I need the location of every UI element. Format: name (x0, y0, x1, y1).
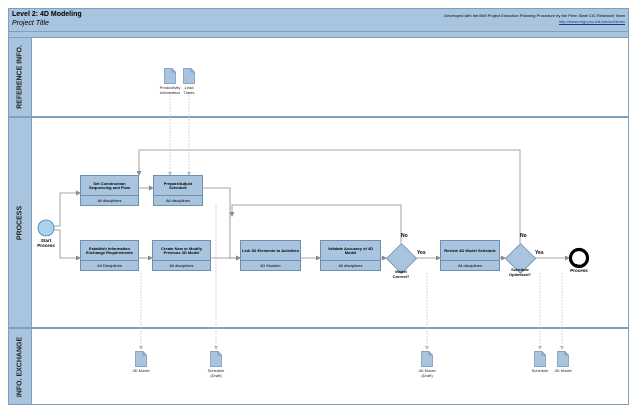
task-set-construction-sequencing[interactable]: Set Construction Sequencing and Flow All… (80, 175, 139, 206)
model-correct-yes-label: Yes (417, 250, 426, 256)
task-link-3d-elements[interactable]: Link 3D Elements to Activities 4D Modele… (240, 240, 301, 271)
lane-process: PROCESS (8, 117, 629, 328)
lead-times-document-icon (183, 68, 195, 84)
schedule-draft-document-icon (210, 351, 222, 367)
4d-model-draft-document-icon (421, 351, 433, 367)
schedule-optimised-no-label: No (520, 233, 527, 239)
productivity-document-icon (164, 68, 176, 84)
3d-model-document-icon (135, 351, 147, 367)
flow-start-to-establish (53, 229, 81, 261)
credit-link[interactable]: http://www.engr.psu.edu/ae/cic/bimex (558, 19, 625, 24)
4d-model-document-icon (557, 351, 569, 367)
task-create-modify-3d-model[interactable]: Create New or Modify Previous 3D Model A… (152, 240, 211, 271)
lane-label-reference: REFERENCE INFO. (9, 38, 32, 116)
task-establish-information-exchange[interactable]: Establish Information Exchange Requireme… (80, 240, 139, 271)
4d-model-document-label: 4D Model (554, 368, 572, 373)
3d-model-document-label: 3D Model (132, 368, 150, 373)
model-correct-no-label: No (401, 233, 408, 239)
4d-model-draft-document-label: 4D Model(Draft) (418, 368, 436, 378)
lane-label-exchange: INFO. EXCHANGE (9, 329, 32, 404)
schedule-document-icon (534, 351, 546, 367)
schedule-optimised-yes-label: Yes (535, 250, 544, 256)
model-correct-decision-icon[interactable] (386, 243, 417, 274)
schedule-optimised-decision-icon[interactable] (505, 243, 536, 274)
flow-decision-no-loop (229, 204, 402, 243)
schedule-draft-document-label: Schedule(Draft) (207, 368, 225, 378)
lane-label-process: PROCESS (9, 118, 32, 327)
flow-start-to-sequencing (53, 190, 81, 227)
diagram-header: Level 2: 4D Modeling Project Title Devel… (8, 8, 629, 32)
task-prepare-adjust-schedule[interactable]: Prepare/Adjust Schedule All disciplines (153, 175, 203, 206)
start-event-icon[interactable] (37, 219, 55, 237)
end-event-icon[interactable] (568, 247, 590, 269)
project-title: Project Title (12, 20, 49, 27)
task-review-4d-model-schedule[interactable]: Review 4D Model Schedule All disciplines (440, 240, 500, 271)
schedule-document-label: Schedule (531, 368, 549, 373)
header-strip (8, 32, 629, 37)
flow-optimise-no-loop (136, 149, 521, 243)
lane-reference: REFERENCE INFO. (8, 37, 629, 117)
credit-text: Developed with the BIM Project Execution… (444, 13, 625, 18)
lane-exchange: INFO. EXCHANGE (8, 328, 629, 405)
diagram-title: Level 2: 4D Modeling (12, 11, 82, 18)
task-validate-accuracy-4d-model[interactable]: Validate Accuracy of 4D Model All discip… (320, 240, 381, 271)
